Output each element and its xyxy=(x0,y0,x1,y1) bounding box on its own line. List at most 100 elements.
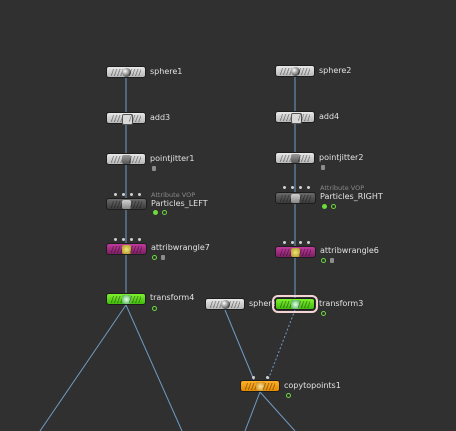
node-stripes xyxy=(280,114,292,121)
display-flag-icon[interactable] xyxy=(322,204,327,209)
wire-transform4-out-a xyxy=(39,304,127,431)
node-stripes xyxy=(130,201,142,208)
node-stripes xyxy=(129,115,141,122)
node-stripes xyxy=(111,296,123,303)
transform-icon xyxy=(121,294,131,304)
input-dot[interactable] xyxy=(114,238,117,241)
node-stripes xyxy=(111,69,123,76)
input-dot[interactable] xyxy=(283,186,286,189)
node-stripes xyxy=(298,155,310,162)
node-stripes xyxy=(228,301,240,308)
node-label-add3: add3 xyxy=(150,113,171,122)
node-attribwrangle6[interactable] xyxy=(275,246,316,258)
node-pointjitter2[interactable] xyxy=(275,152,315,164)
lock-flag-icon[interactable] xyxy=(161,255,165,260)
wire-transform3-copytopoints1 xyxy=(267,309,296,381)
transform-icon xyxy=(290,299,300,309)
node-label-particles-right: Particles_RIGHT xyxy=(320,192,383,201)
sphere-icon xyxy=(121,67,131,77)
input-dot[interactable] xyxy=(122,193,125,196)
node-label-attribwrangle7: attribwrangle7 xyxy=(151,243,210,252)
display-flag-icon[interactable] xyxy=(286,393,291,398)
input-dot[interactable] xyxy=(291,186,294,189)
node-sphere3[interactable] xyxy=(205,298,245,310)
add-icon xyxy=(290,112,302,124)
input-dot[interactable] xyxy=(299,186,302,189)
input-dot[interactable] xyxy=(266,376,269,379)
node-stripes xyxy=(130,246,142,253)
node-copytopoints1[interactable] xyxy=(240,380,280,392)
node-label-attribwrangle6: attribwrangle6 xyxy=(320,246,379,255)
pointjitter-icon xyxy=(290,153,300,163)
display-flag-icon[interactable] xyxy=(152,306,157,311)
node-stripes xyxy=(111,246,123,253)
node-transform3[interactable] xyxy=(272,295,318,313)
add-icon xyxy=(121,113,133,125)
input-dot[interactable] xyxy=(252,376,255,379)
lock-flag-icon[interactable] xyxy=(321,165,325,170)
node-particles-left[interactable] xyxy=(106,198,147,210)
lock-flag-icon[interactable] xyxy=(330,258,334,263)
input-dot[interactable] xyxy=(307,186,310,189)
input-dot[interactable] xyxy=(291,241,294,244)
render-flag-icon[interactable] xyxy=(331,204,336,209)
sphere-icon xyxy=(220,299,230,309)
node-add3[interactable] xyxy=(106,112,146,125)
node-particles-right[interactable] xyxy=(275,192,316,204)
node-label-transform3: transform3 xyxy=(319,299,364,308)
node-sphere1[interactable] xyxy=(106,66,146,78)
node-label-sphere3: sphere3 xyxy=(249,299,282,308)
node-stripes xyxy=(245,383,257,390)
node-stripes xyxy=(111,115,123,122)
display-flag-icon[interactable] xyxy=(321,258,326,263)
display-flag-icon[interactable] xyxy=(153,210,158,215)
input-dot[interactable] xyxy=(130,238,133,241)
wire-copytopoints1-out-b xyxy=(259,391,296,431)
lock-flag-icon[interactable] xyxy=(152,166,156,171)
wire-transform4-out-b xyxy=(125,304,183,431)
node-add4[interactable] xyxy=(275,111,315,124)
node-pointjitter1[interactable] xyxy=(106,153,146,165)
node-stripes xyxy=(210,301,222,308)
input-dot[interactable] xyxy=(122,238,125,241)
node-sphere2[interactable] xyxy=(275,65,315,77)
node-label-transform4: transform4 xyxy=(150,293,195,302)
copy-icon xyxy=(255,381,265,391)
input-dot[interactable] xyxy=(138,238,141,241)
input-dot[interactable] xyxy=(307,241,310,244)
node-label-copytopoints1: copytopoints1 xyxy=(284,381,341,390)
node-label-sphere2: sphere2 xyxy=(319,66,352,75)
vop-icon xyxy=(291,193,300,203)
wrangle-icon xyxy=(291,247,300,257)
node-stripes xyxy=(280,68,292,75)
node-label-sphere1: sphere1 xyxy=(150,67,183,76)
display-flag-icon[interactable] xyxy=(152,255,157,260)
node-stripes xyxy=(129,296,141,303)
node-stripes xyxy=(280,249,292,256)
node-type-label-particles-right: Attribute VOP xyxy=(320,184,365,192)
input-dot[interactable] xyxy=(299,241,302,244)
vop-icon xyxy=(122,199,131,209)
display-flag-icon[interactable] xyxy=(321,311,326,316)
sphere-icon xyxy=(290,66,300,76)
node-stripes xyxy=(298,301,310,308)
input-dot[interactable] xyxy=(283,241,286,244)
node-stripes xyxy=(111,156,123,163)
node-label-particles-left: Particles_LEFT xyxy=(151,199,208,208)
node-stripes xyxy=(263,383,275,390)
node-transform4[interactable] xyxy=(106,293,146,305)
input-dot[interactable] xyxy=(114,193,117,196)
input-dot[interactable] xyxy=(130,193,133,196)
wrangle-icon xyxy=(122,244,131,254)
node-attribwrangle7[interactable] xyxy=(106,243,147,255)
node-stripes xyxy=(111,201,123,208)
node-stripes xyxy=(298,114,310,121)
input-dot[interactable] xyxy=(138,193,141,196)
wire-sphere3-copytopoints1 xyxy=(224,309,255,381)
node-stripes xyxy=(129,156,141,163)
node-stripes xyxy=(299,249,311,256)
render-flag-icon[interactable] xyxy=(162,210,167,215)
node-stripes xyxy=(280,155,292,162)
